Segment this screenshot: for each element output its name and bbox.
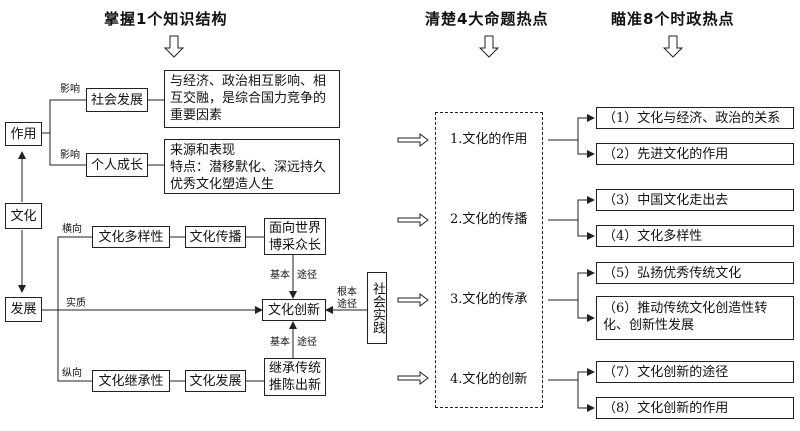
node-mianxiang-shijie: 面向世界博采众长 [264, 218, 326, 255]
desc-shehui-text: 与经济、政治相互影响、相互交融，是综合国力竞争的重要因素 [170, 74, 327, 123]
node-fazhan: 发展 [5, 297, 42, 322]
desc-geren-line2: 特点：潜移默化、深远持久 [170, 160, 327, 175]
desc-geren-chengzhang: 来源和表现 特点：潜移默化、深远持久 优秀文化塑造人生 [164, 139, 340, 194]
hotspot-7: （7）文化创新的途径 [596, 361, 794, 383]
hotspot-8: （8）文化创新的作用 [596, 397, 794, 419]
label-jiben-1: 基本 [270, 270, 290, 281]
node-wenhua-jichengxing: 文化继承性 [92, 370, 170, 392]
label-tujing-1: 途径 [297, 270, 317, 281]
topic-3: 3.文化的传承 [450, 292, 528, 307]
hotspot-1: （1）文化与经济、政治的关系 [596, 107, 794, 129]
label-shizhi: 实质 [66, 298, 86, 309]
desc-geren-line1: 来源和表现 [170, 143, 236, 158]
node-zuoyong: 作用 [5, 122, 42, 146]
node-geren-chengzhang: 个人成长 [86, 153, 148, 177]
label-yingxiang-2: 影响 [60, 150, 80, 161]
label-tujing-genben: 途径 [337, 299, 357, 310]
label-zongxiang: 纵向 [62, 368, 82, 379]
desc-geren-line3: 优秀文化塑造人生 [170, 177, 275, 192]
topics-dashed-box [435, 112, 543, 408]
label-genben: 根本 [337, 287, 357, 298]
topic-1: 1.文化的作用 [450, 132, 528, 147]
topic-2: 2.文化的传播 [450, 212, 528, 227]
node-jicheng-chuantong: 继承传统推陈出新 [264, 358, 326, 396]
node-wenhua-fazhan: 文化发展 [185, 370, 246, 392]
hotspot-5: （5）弘扬优秀传统文化 [596, 262, 794, 284]
header-knowledge-structure: 掌握1个知识结构 [104, 10, 228, 28]
hotspot-2: （2）先进文化的作用 [596, 143, 794, 165]
node-wenhua: 文化 [5, 203, 42, 229]
label-jiben-2: 基本 [270, 337, 290, 348]
node-wenhua-chuanbo: 文化传播 [185, 226, 246, 248]
label-hengxiang: 横向 [62, 224, 82, 235]
hotspot-6: （6）推动传统文化创造性转化、创新性发展 [596, 296, 794, 340]
node-wenhua-duoyangxing: 文化多样性 [92, 226, 170, 248]
node-shehui-fazhan: 社会发展 [86, 88, 148, 112]
hotspot-3: （3）中国文化走出去 [596, 189, 794, 211]
topic-4: 4.文化的创新 [450, 372, 528, 387]
node-shehui-shijian: 社会实践 [367, 272, 387, 344]
desc-shehui-fazhan: 与经济、政治相互影响、相互交融，是综合国力竞争的重要因素 [164, 70, 340, 128]
label-yingxiang-1: 影响 [60, 84, 80, 95]
node-wenhua-chuangxin: 文化创新 [262, 299, 326, 321]
header-topics: 清楚4大命题热点 [425, 10, 549, 28]
hotspot-4: （4）文化多样性 [596, 225, 794, 247]
header-hotspots: 瞄准8个时政热点 [611, 10, 735, 28]
label-tujing-2: 途径 [297, 337, 317, 348]
